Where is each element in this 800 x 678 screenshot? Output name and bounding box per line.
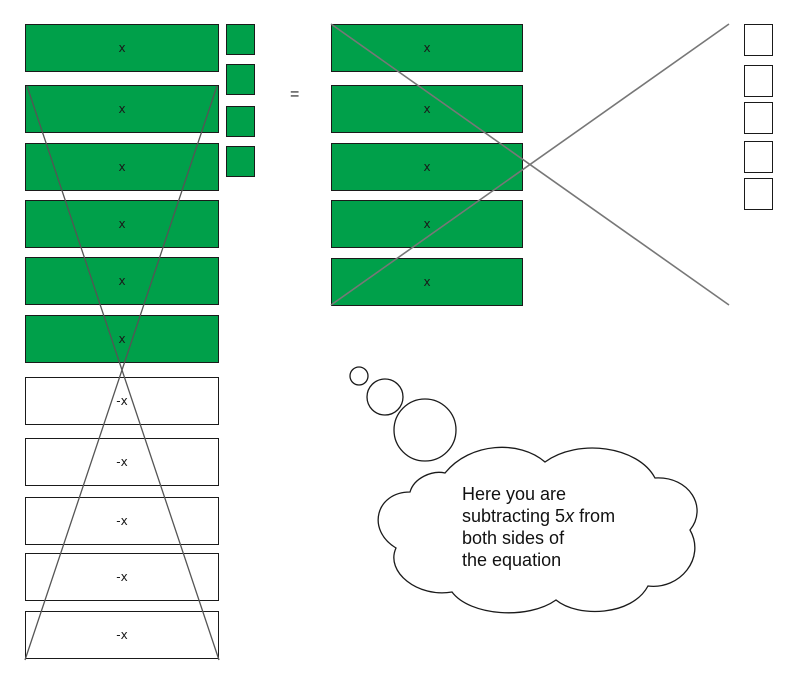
x-tile: x: [25, 24, 219, 72]
x-tile: x: [331, 85, 523, 133]
unit-tile: [744, 102, 773, 134]
x-tile: x: [25, 200, 219, 248]
unit-tile: [226, 64, 255, 95]
thought-line: the equation: [462, 550, 562, 570]
unit-tile: [226, 146, 255, 177]
x-tile: x: [331, 143, 523, 191]
thought-dot: [366, 378, 404, 416]
negative-x-tile: -x: [25, 497, 219, 545]
thought-line: subtracting 5x from: [462, 506, 616, 526]
thought-dot: [393, 398, 457, 462]
thought-line: both sides of: [462, 528, 565, 548]
thought-dot: [349, 366, 369, 386]
x-tile: x: [331, 258, 523, 306]
negative-x-tile: -x: [25, 553, 219, 601]
thought-line: Here you are: [462, 484, 567, 504]
unit-tile: [226, 106, 255, 137]
x-tile: x: [25, 315, 219, 363]
x-tile: x: [25, 85, 219, 133]
x-tile: x: [331, 24, 523, 72]
x-tile: x: [331, 200, 523, 248]
unit-tile: [744, 24, 773, 56]
equals-sign: =: [290, 86, 300, 103]
x-tile: x: [25, 257, 219, 305]
unit-tile: [226, 24, 255, 55]
thought-text: Here you are subtracting 5x from both si…: [462, 483, 702, 571]
unit-tile: [744, 65, 773, 97]
x-tile: x: [25, 143, 219, 191]
negative-x-tile: -x: [25, 611, 219, 659]
negative-x-tile: -x: [25, 438, 219, 486]
negative-x-tile: -x: [25, 377, 219, 425]
unit-tile: [744, 141, 773, 173]
unit-tile: [744, 178, 773, 210]
